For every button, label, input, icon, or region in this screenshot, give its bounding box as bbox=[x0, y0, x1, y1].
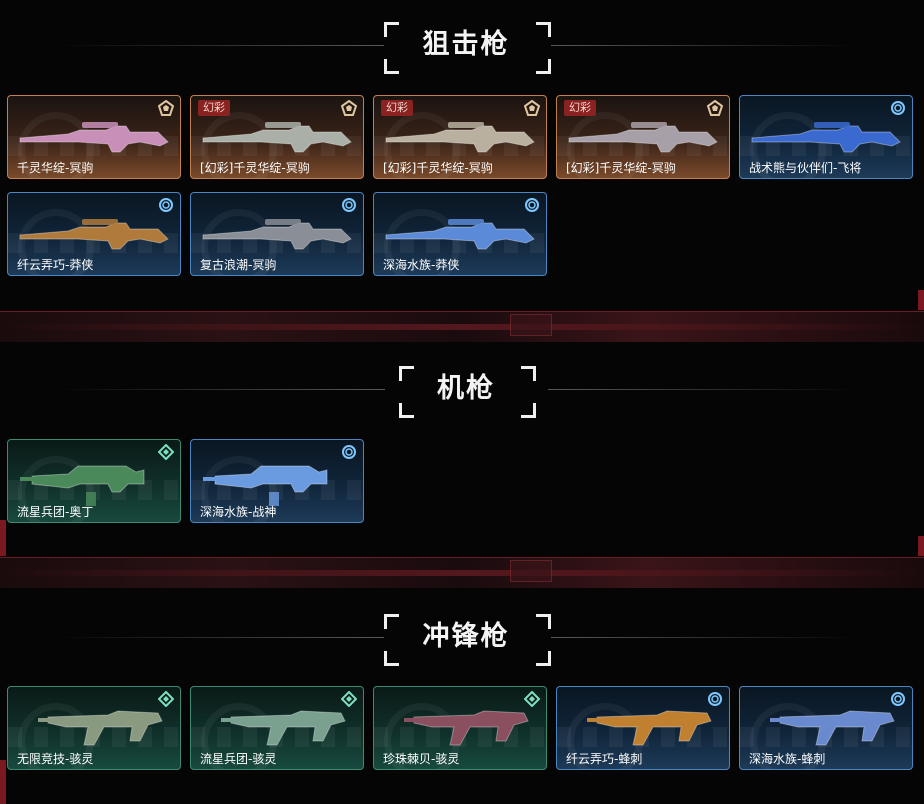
skin-card[interactable]: 流星兵团-奥丁 bbox=[7, 439, 181, 523]
skin-name: [幻彩]千灵华绽-冥驹 bbox=[383, 161, 493, 175]
variant-badge: 幻彩 bbox=[381, 100, 413, 116]
skin-card[interactable]: 珍珠棘贝-骇灵 bbox=[373, 686, 547, 770]
weapon-skin-image bbox=[404, 710, 529, 746]
skin-card[interactable]: 深海水族-蜂刺 bbox=[739, 686, 913, 770]
right-edge-accent bbox=[918, 290, 924, 310]
gold-tier-icon bbox=[523, 99, 541, 116]
bracket-right-icon bbox=[518, 366, 536, 418]
weapon-skin-image bbox=[587, 710, 712, 746]
weapon-skin-image bbox=[38, 710, 163, 746]
skin-name: 纤云弄巧-莽侠 bbox=[17, 258, 94, 272]
card-bg-ring bbox=[750, 112, 826, 178]
bracket-left-icon bbox=[384, 614, 402, 666]
weapon-skin-image bbox=[221, 710, 346, 746]
weapon-skin-image bbox=[568, 122, 718, 153]
header-line-left bbox=[55, 389, 385, 390]
weapon-skin-image bbox=[202, 219, 352, 250]
skin-name: 深海水族-莽侠 bbox=[383, 258, 460, 272]
variant-badge: 幻彩 bbox=[198, 100, 230, 116]
blue-tier-icon bbox=[158, 197, 174, 213]
weapon-skin-image bbox=[19, 219, 169, 250]
card-bg-ring bbox=[201, 209, 277, 275]
card-bg-ring bbox=[201, 112, 277, 178]
skin-name: 深海水族-蜂刺 bbox=[749, 752, 826, 766]
card-bg-ring bbox=[201, 456, 277, 522]
gold-tier-icon bbox=[340, 99, 358, 116]
skin-card[interactable]: 纤云弄巧-蜂刺 bbox=[556, 686, 730, 770]
section-header: 冲锋枪 bbox=[0, 608, 924, 668]
weapon-skin-image bbox=[385, 219, 535, 250]
blue-tier-icon bbox=[890, 691, 906, 707]
skin-name: 流星兵团-奥丁 bbox=[17, 505, 94, 519]
skin-card[interactable]: 深海水族-莽侠 bbox=[373, 192, 547, 276]
bracket-right-icon bbox=[533, 614, 551, 666]
skin-name: 复古浪潮-冥驹 bbox=[200, 258, 277, 272]
skin-card[interactable]: 千灵华绽-冥驹 bbox=[7, 95, 181, 179]
section-title: 机枪 bbox=[437, 373, 495, 404]
blue-tier-icon bbox=[707, 691, 723, 707]
left-edge-accent bbox=[0, 520, 6, 556]
skin-card[interactable]: 幻彩 [幻彩]千灵华绽-冥驹 bbox=[373, 95, 547, 179]
skin-card[interactable]: 战术熊与伙伴们-飞将 bbox=[739, 95, 913, 179]
skin-card[interactable]: 纤云弄巧-莽侠 bbox=[7, 192, 181, 276]
weapon-skin-image bbox=[770, 710, 895, 746]
bracket-left-icon bbox=[384, 22, 402, 74]
skin-card[interactable]: 复古浪潮-冥驹 bbox=[190, 192, 364, 276]
weapon-skin-image bbox=[385, 122, 535, 153]
skin-card[interactable]: 流星兵团-骇灵 bbox=[190, 686, 364, 770]
section-title: 冲锋枪 bbox=[422, 621, 510, 652]
bracket-left-icon bbox=[399, 366, 417, 418]
bracket-right-icon bbox=[533, 22, 551, 74]
blue-tier-icon bbox=[890, 100, 906, 116]
skin-name: 珍珠棘贝-骇灵 bbox=[383, 752, 460, 766]
skin-card[interactable]: 深海水族-战神 bbox=[190, 439, 364, 523]
weapon-skin-image bbox=[202, 122, 352, 153]
skin-name: 战术熊与伙伴们-飞将 bbox=[749, 161, 862, 175]
blue-tier-icon bbox=[341, 197, 357, 213]
header-line-left bbox=[55, 637, 385, 638]
header-line-left bbox=[55, 45, 385, 46]
right-edge-accent bbox=[918, 536, 924, 556]
card-bg-ring bbox=[384, 112, 460, 178]
card-bg-ring bbox=[18, 112, 94, 178]
weapon-skin-image bbox=[20, 465, 145, 506]
green-tier-icon bbox=[523, 690, 541, 708]
card-bg-ring bbox=[384, 209, 460, 275]
skin-name: 无限竞技-骇灵 bbox=[17, 752, 94, 766]
section-header: 机枪 bbox=[0, 360, 924, 420]
left-edge-accent bbox=[0, 760, 6, 804]
card-bg-ring bbox=[18, 456, 94, 522]
skin-card[interactable]: 幻彩 [幻彩]千灵华绽-冥驹 bbox=[190, 95, 364, 179]
skin-card[interactable]: 幻彩 [幻彩]千灵华绽-冥驹 bbox=[556, 95, 730, 179]
skin-card[interactable]: 无限竞技-骇灵 bbox=[7, 686, 181, 770]
weapon-skin-image bbox=[19, 122, 169, 153]
section-divider bbox=[0, 557, 924, 589]
green-tier-icon bbox=[157, 690, 175, 708]
blue-tier-icon bbox=[524, 197, 540, 213]
section-divider bbox=[0, 311, 924, 343]
weapon-skin-image bbox=[203, 465, 328, 506]
skin-name: 流星兵团-骇灵 bbox=[200, 752, 277, 766]
skin-name: [幻彩]千灵华绽-冥驹 bbox=[200, 161, 310, 175]
green-tier-icon bbox=[340, 690, 358, 708]
gold-tier-icon bbox=[157, 99, 175, 116]
weapon-skin-image bbox=[751, 122, 901, 153]
section-header: 狙击枪 bbox=[0, 16, 924, 76]
skin-name: [幻彩]千灵华绽-冥驹 bbox=[566, 161, 676, 175]
header-line-right bbox=[548, 389, 858, 390]
skin-name: 千灵华绽-冥驹 bbox=[17, 161, 94, 175]
section-title: 狙击枪 bbox=[422, 29, 510, 60]
blue-tier-icon bbox=[341, 444, 357, 460]
skin-name: 纤云弄巧-蜂刺 bbox=[566, 752, 643, 766]
variant-badge: 幻彩 bbox=[564, 100, 596, 116]
card-bg-ring bbox=[567, 112, 643, 178]
header-line-right bbox=[548, 45, 858, 46]
card-bg-ring bbox=[18, 209, 94, 275]
skin-name: 深海水族-战神 bbox=[200, 505, 277, 519]
header-line-right bbox=[548, 637, 858, 638]
green-tier-icon bbox=[157, 443, 175, 461]
gold-tier-icon bbox=[706, 99, 724, 116]
